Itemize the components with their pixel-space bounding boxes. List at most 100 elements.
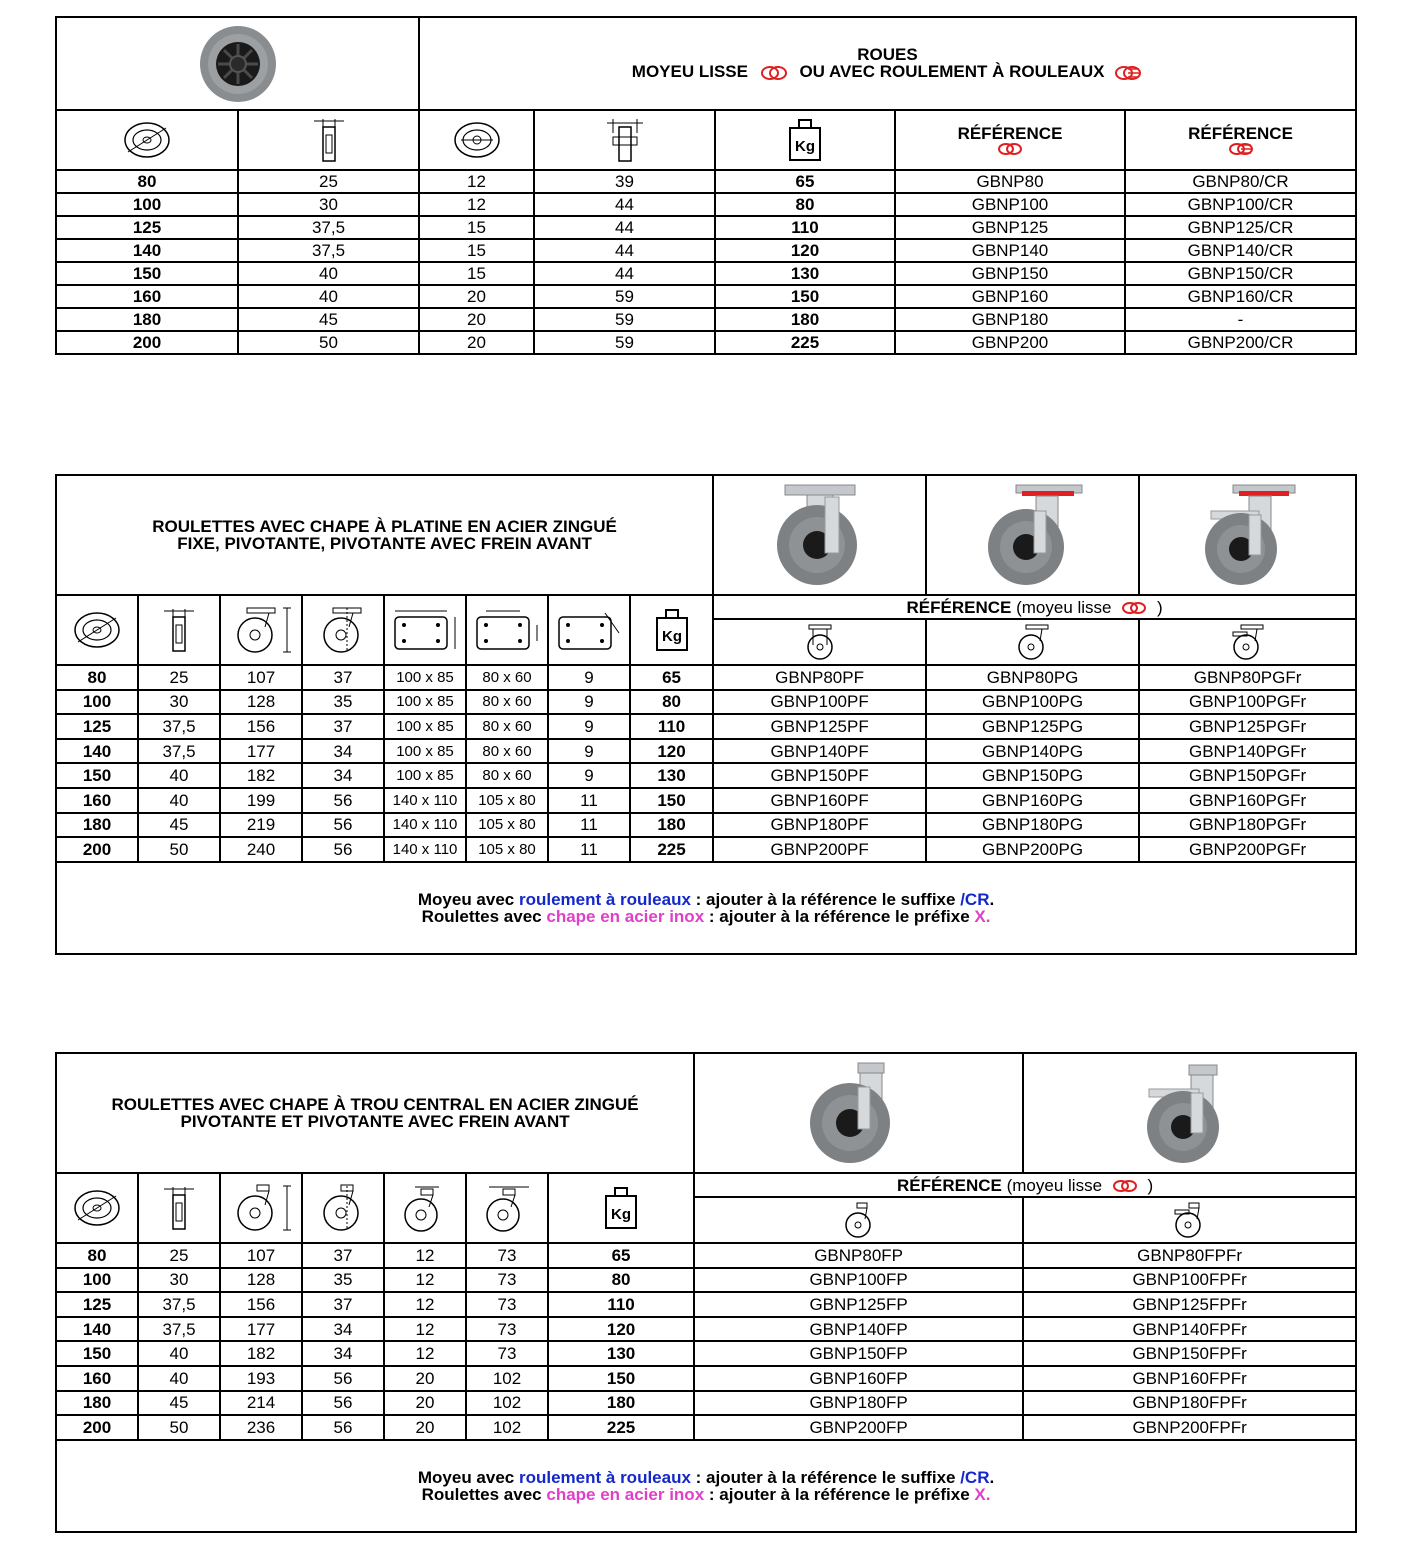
table-cell: 12: [383, 1291, 467, 1318]
table-cell: 105 x 80: [465, 786, 549, 814]
table-cell: 100: [55, 1266, 139, 1294]
svg-text:Kg: Kg: [662, 628, 682, 645]
table-cell: 40: [137, 786, 221, 814]
table-cell: 12: [383, 1315, 467, 1343]
table-cell: 50: [137, 1414, 221, 1441]
table-cell: 40: [137, 1340, 221, 1367]
table-cell: GBNP100FPFr: [1022, 1266, 1358, 1294]
table-cell: 73: [465, 1242, 549, 1269]
wheel-diameter-header: [55, 594, 139, 666]
table-cell: 37: [301, 1242, 385, 1269]
table-cell: 73: [465, 1315, 549, 1343]
plate-casters-table: ROULETTES AVEC CHAPE À PLATINE EN ACIER …: [54, 474, 1358, 955]
wheel-width-icon: [313, 119, 344, 162]
table-cell: GBNP125/CR: [1123, 215, 1358, 240]
table-cell: 45: [237, 307, 420, 332]
offset-header: [301, 1172, 385, 1244]
bolt-diameter-icon: [404, 1186, 439, 1232]
table-cell: 65: [546, 1242, 696, 1269]
table-cell: 180: [628, 811, 715, 839]
swivel-brake-bolt-caster-icon: [1174, 1202, 1201, 1238]
table-cell: 20: [418, 330, 535, 355]
table-cell: 44: [533, 261, 716, 286]
table-cell: 25: [137, 664, 221, 691]
table-cell: 100: [55, 192, 239, 217]
plate-casters-title-cell: ROULETTES AVEC CHAPE À PLATINE EN ACIER …: [54, 474, 715, 596]
swivel-brake-plate-caster-icon: [1204, 484, 1296, 585]
table-cell: 30: [237, 192, 420, 217]
table-cell: GBNP200PF: [712, 836, 928, 863]
table-cell: 100: [55, 688, 139, 716]
table-cell: 37,5: [237, 238, 420, 263]
reference-header: RÉFÉRENCE (moyeu lisse ): [712, 594, 1358, 620]
table-cell: GBNP140PGFr: [1138, 737, 1358, 765]
table-cell: 128: [219, 1266, 303, 1294]
load-header: Kg: [546, 1172, 696, 1244]
table-cell: 140 x 110: [383, 811, 467, 839]
table-cell: 105 x 80: [465, 811, 549, 839]
table-cell: GBNP80PF: [712, 664, 928, 691]
wheel-width-header: [137, 594, 221, 666]
table-cell: 180: [55, 811, 139, 839]
wheel-diameter-icon: [124, 122, 170, 158]
table-cell: GBNP200PGFr: [1138, 836, 1358, 863]
table-cell: 35: [301, 688, 385, 716]
table-cell: GBNP125PGFr: [1138, 713, 1358, 740]
table-cell: 214: [219, 1389, 303, 1417]
offset-header: [301, 594, 385, 666]
table-cell: GBNP100/CR: [1123, 192, 1358, 217]
table-cell: 56: [301, 836, 385, 863]
table-cell: 20: [418, 284, 535, 309]
table-cell: 20: [418, 307, 535, 332]
table-cell: 37: [301, 664, 385, 691]
fixed-ref-header: [712, 618, 928, 666]
table-cell: 30: [137, 1266, 221, 1294]
grey-wheel-icon: [199, 25, 276, 102]
plain-hub-icon: [998, 142, 1022, 155]
wheel-diameter-header: [55, 109, 239, 171]
bore-diameter-header: [418, 109, 535, 171]
svg-text:Kg: Kg: [611, 1206, 631, 1223]
table-cell: 100 x 85: [383, 664, 467, 691]
table-cell: 9: [547, 737, 631, 765]
table-cell: 35: [301, 1266, 385, 1294]
table-cell: 73: [465, 1291, 549, 1318]
table-cell: 110: [546, 1291, 696, 1318]
reference-bearing-header: RÉFÉRENCE: [1123, 109, 1358, 171]
table-cell: 225: [714, 330, 896, 355]
table-cell: GBNP140FPFr: [1022, 1315, 1358, 1343]
hole-spacing-header: [465, 594, 549, 666]
table-cell: 20: [383, 1414, 467, 1441]
table-cell: 65: [628, 664, 715, 691]
swivel-brake-ref-header: [1022, 1196, 1358, 1244]
table-cell: 150: [628, 786, 715, 814]
table-cell: GBNP100: [894, 192, 1126, 217]
table-cell: 25: [237, 169, 420, 194]
table-cell: 140: [55, 238, 239, 263]
table-cell: 100 x 85: [383, 762, 467, 789]
wheel-photo-cell: [55, 16, 420, 111]
overall-height-icon: [237, 607, 291, 653]
table-cell: 225: [628, 836, 715, 863]
bolt-hole-casters-title: ROULETTES AVEC CHAPE À TROU CENTRAL EN A…: [111, 1095, 639, 1114]
table-cell: GBNP80PGFr: [1138, 664, 1358, 691]
wheel-width-icon: [164, 1187, 194, 1230]
swivel-bolt-caster-photo: [693, 1052, 1025, 1174]
table-cell: 200: [55, 330, 239, 355]
table-cell: 140: [55, 737, 139, 765]
table-cell: 80 x 60: [465, 688, 549, 716]
table-cell: 65: [714, 169, 896, 194]
table-cell: 110: [714, 215, 896, 240]
table-cell: 102: [465, 1389, 549, 1417]
table-cell: 45: [137, 1389, 221, 1417]
reference-plain-header: RÉFÉRENCE: [894, 109, 1126, 171]
table-cell: GBNP80/CR: [1123, 169, 1358, 194]
table-cell: GBNP125FP: [693, 1291, 1025, 1318]
